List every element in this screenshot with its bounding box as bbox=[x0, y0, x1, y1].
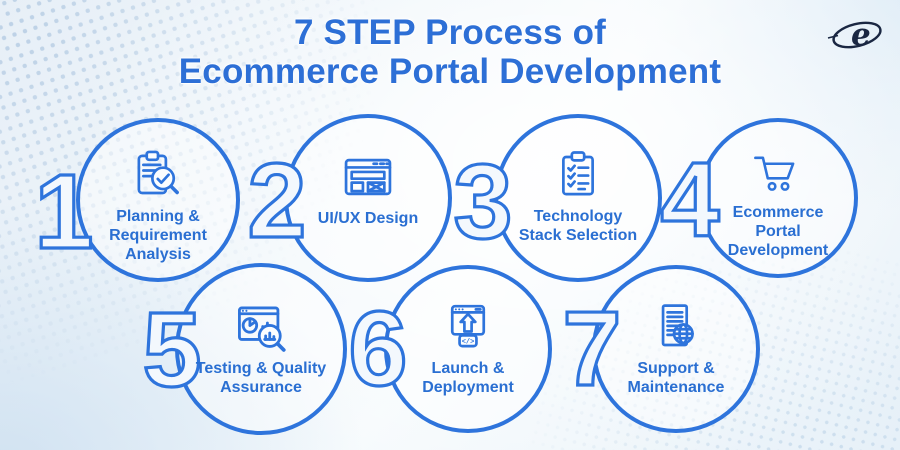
step-5: Testing & Quality Assurance bbox=[171, 298, 351, 397]
page-title-line2: Ecommerce Portal Development bbox=[178, 52, 722, 91]
page-title: 7 STEP Process of Ecommerce Portal Devel… bbox=[0, 13, 900, 91]
step-3-number: 3 bbox=[454, 143, 513, 261]
step-4-label: Ecommerce Portal Development bbox=[727, 204, 829, 259]
step-1-number: 1 bbox=[35, 153, 94, 271]
step-4: Ecommerce Portal Development bbox=[688, 150, 868, 260]
step-6-label: Launch & Deployment bbox=[422, 360, 514, 396]
shopping-cart-icon bbox=[754, 156, 795, 191]
checklist-clipboard-icon bbox=[562, 151, 594, 196]
logo-swoosh-icon: e bbox=[827, 17, 882, 53]
document-globe-icon bbox=[661, 304, 694, 347]
step-2: UI/UX Design bbox=[278, 150, 458, 228]
step-4-circle bbox=[698, 118, 858, 278]
deploy-browser-icon: </> bbox=[450, 304, 486, 348]
step-2-circle bbox=[284, 114, 452, 282]
page-title-line1: 7 STEP Process of bbox=[293, 13, 607, 52]
step-3: Technology Stack Selection bbox=[488, 148, 668, 245]
step-1-circle bbox=[76, 118, 240, 282]
step-6-circle bbox=[384, 265, 552, 433]
svg-text:</>: </> bbox=[462, 339, 475, 347]
step-6-number: 6 bbox=[349, 290, 408, 408]
step-7-circle bbox=[592, 265, 760, 433]
step-3-label: Technology Stack Selection bbox=[518, 208, 638, 244]
analytics-magnifier-icon bbox=[238, 306, 286, 352]
step-1-label: Planning & Requirement Analysis bbox=[109, 208, 207, 263]
step-2-label: UI/UX Design bbox=[317, 210, 419, 227]
step-5-label: Testing & Quality Assurance bbox=[195, 360, 327, 396]
step-7-number: 7 bbox=[563, 290, 622, 408]
brand-logo: e bbox=[826, 14, 886, 63]
step-2-number: 2 bbox=[248, 142, 307, 260]
clipboard-magnifier-icon bbox=[137, 150, 179, 195]
browser-wireframe-icon bbox=[344, 158, 392, 196]
step-1: Planning & Requirement Analysis bbox=[68, 148, 248, 264]
step-7-label: Support & Maintenance bbox=[627, 360, 725, 396]
step-4-number: 4 bbox=[661, 141, 720, 259]
step-5-circle bbox=[175, 263, 347, 435]
step-7: Support & Maintenance bbox=[586, 300, 766, 397]
step-6: </> Launch & Deployment bbox=[378, 300, 558, 397]
logo-letter: e bbox=[851, 17, 871, 53]
step-5-number: 5 bbox=[143, 291, 202, 409]
step-3-circle bbox=[494, 114, 662, 282]
